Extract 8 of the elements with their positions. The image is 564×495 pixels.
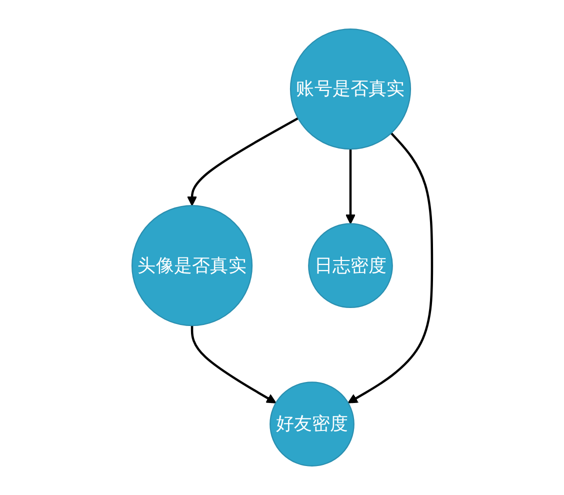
node-circle: 好友密度 bbox=[270, 382, 354, 466]
node-circle: 头像是否真实 bbox=[131, 205, 253, 326]
arrow bbox=[187, 117, 299, 206]
node-circle: 日志密度 bbox=[308, 223, 393, 308]
arrow bbox=[348, 132, 434, 404]
arrow bbox=[190, 326, 276, 404]
node-circle: 账号是否真实 bbox=[290, 28, 412, 150]
arrow bbox=[346, 149, 356, 224]
